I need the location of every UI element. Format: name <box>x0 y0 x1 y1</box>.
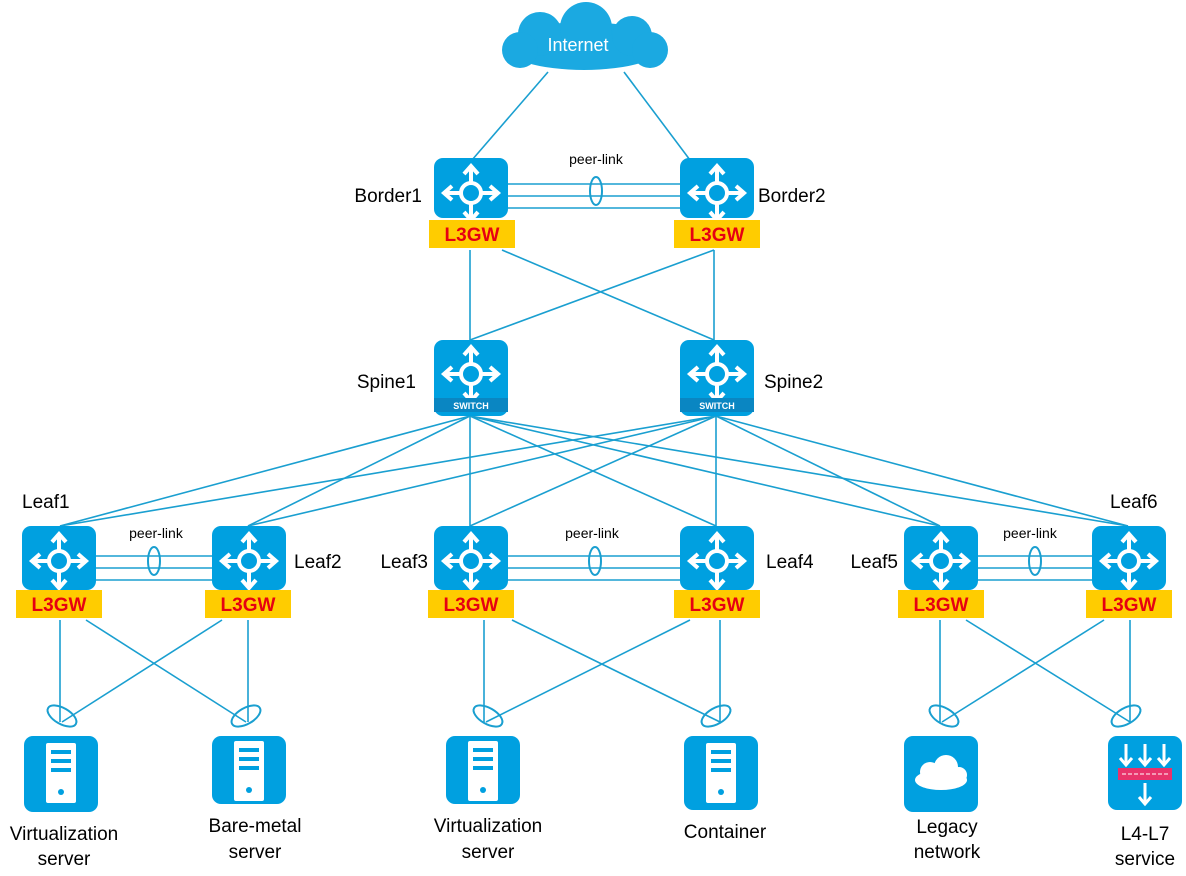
l3gw-badge <box>674 220 760 248</box>
internet-cloud[interactable]: Internet <box>502 2 668 70</box>
link-internet-border1 <box>471 71 549 161</box>
switch-icon <box>680 526 754 590</box>
link-spine1-leaf1 <box>59 415 471 527</box>
border1-label: Border1 <box>354 186 422 207</box>
border1-device[interactable]: L3GW <box>429 158 515 248</box>
endpoint-l4-l7-service[interactable] <box>1108 736 1182 810</box>
peer-link-label-border: peer-link <box>569 151 624 167</box>
link-border1-spine2 <box>501 249 715 341</box>
leaf3-device[interactable]: L3GW <box>428 526 514 618</box>
l3gw-badge <box>429 220 515 248</box>
endpoint2-label-line2: server <box>229 842 282 863</box>
leaf3-label: Leaf3 <box>380 552 428 573</box>
leaf2-label: Leaf2 <box>294 552 342 573</box>
endpoint2-label-line1: Bare-metal <box>209 816 302 837</box>
server-icon <box>468 741 498 801</box>
switch-icon <box>22 526 96 590</box>
svg-text:L3GW: L3GW <box>690 595 745 616</box>
endpoint4-label-line1: Container <box>684 822 767 843</box>
endpoint1-label-line1: Virtualization <box>10 824 118 845</box>
peer-link-label-leaf34: peer-link <box>565 525 620 541</box>
switch-icon <box>434 340 508 416</box>
l3gw-badge <box>1086 590 1172 618</box>
switch-icon <box>904 526 978 590</box>
link-spine2-leaf1 <box>59 415 717 527</box>
endpoint-bare-metal-server[interactable] <box>212 736 286 804</box>
border2-label: Border2 <box>758 186 826 207</box>
leaf4-device[interactable]: L3GW <box>674 526 760 618</box>
endpoint1-label-line2: server <box>38 849 91 870</box>
leaf5-label: Leaf5 <box>850 552 898 573</box>
l3gw-badge <box>205 590 291 618</box>
server-icon <box>46 743 76 803</box>
endpoint-legacy-network[interactable] <box>904 736 978 812</box>
svg-text:L3GW: L3GW <box>444 595 499 616</box>
switch-icon <box>680 340 754 416</box>
border2-device[interactable]: L3GW <box>674 158 760 248</box>
svg-text:L3GW: L3GW <box>914 595 969 616</box>
svg-text:L3GW: L3GW <box>32 595 87 616</box>
links-layer <box>46 71 1142 728</box>
switch-icon <box>212 526 286 590</box>
l3gw-badge <box>674 590 760 618</box>
endpoint3-label-line2: server <box>462 842 515 863</box>
firewall-icon <box>1118 744 1172 807</box>
switch-icon <box>434 526 508 590</box>
cloud-icon <box>915 755 967 790</box>
svg-text:SWITCH: SWITCH <box>453 401 489 411</box>
server-icon <box>234 741 264 801</box>
leaf6-device[interactable]: L3GW <box>1086 526 1172 618</box>
endpoint-virtualization-server-2[interactable] <box>446 736 520 804</box>
router-icon <box>680 158 754 218</box>
leaf5-device[interactable]: L3GW <box>898 526 984 618</box>
leaf4-label: Leaf4 <box>766 552 814 573</box>
router-icon <box>434 158 508 218</box>
internet-label: Internet <box>547 35 608 55</box>
endpoint6-label-line2: service <box>1115 849 1175 870</box>
leaf1-label: Leaf1 <box>22 492 70 513</box>
leaf2-device[interactable]: L3GW <box>205 526 291 618</box>
l3gw-badge <box>898 590 984 618</box>
svg-text:L3GW: L3GW <box>690 225 745 246</box>
svg-text:L3GW: L3GW <box>1102 595 1157 616</box>
endpoint6-label-line1: L4-L7 <box>1121 824 1170 845</box>
endpoint5-label-line1: Legacy <box>916 817 978 838</box>
peer-link-label-leaf12: peer-link <box>129 525 184 541</box>
leaf6-label: Leaf6 <box>1110 492 1158 513</box>
link-internet-border2 <box>623 71 691 161</box>
server-icon <box>706 743 736 803</box>
endpoint-container[interactable] <box>684 736 758 810</box>
cloud-icon <box>502 2 668 70</box>
link-border2-spine1 <box>469 249 715 341</box>
spine1-device[interactable]: SWITCH <box>434 340 508 416</box>
spine2-label: Spine2 <box>764 372 823 393</box>
svg-text:L3GW: L3GW <box>445 225 500 246</box>
switch-icon <box>1092 526 1166 590</box>
endpoint5-label-line2: network <box>914 842 981 863</box>
svg-text:SWITCH: SWITCH <box>699 401 735 411</box>
endpoint-virtualization-server-1[interactable] <box>24 736 98 812</box>
l3gw-badge <box>16 590 102 618</box>
endpoint3-label-line1: Virtualization <box>434 816 542 837</box>
l3gw-badge <box>428 590 514 618</box>
spine2-device[interactable]: SWITCH <box>680 340 754 416</box>
svg-text:L3GW: L3GW <box>221 595 276 616</box>
spine1-label: Spine1 <box>357 372 416 393</box>
peer-link-label-leaf56: peer-link <box>1003 525 1058 541</box>
leaf1-device[interactable]: L3GW <box>16 526 102 618</box>
